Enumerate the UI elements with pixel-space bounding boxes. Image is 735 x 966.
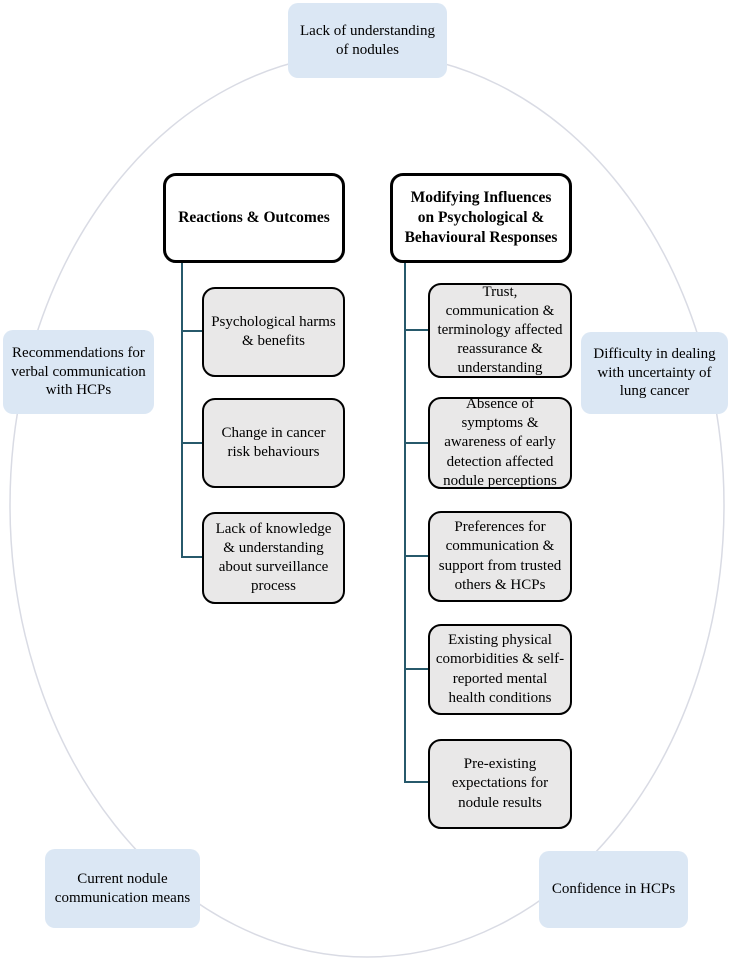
connector-left-vertical (181, 261, 183, 557)
note-confidence-in-hcps: Confidence in HCPs (539, 851, 688, 928)
connector-right-stub (404, 781, 428, 783)
connector-left-stub (181, 330, 202, 332)
item-preferences-for-communication: Preferences for communication & support … (428, 511, 572, 602)
connector-left-stub (181, 442, 202, 444)
connector-left-stub (181, 556, 202, 558)
item-change-cancer-risk-behaviours: Change in cancer risk behaviours (202, 398, 345, 488)
connector-right-vertical (404, 261, 406, 783)
item-psychological-harms-benefits: Psychological harms & benefits (202, 287, 345, 377)
connector-right-stub (404, 555, 428, 557)
item-absence-of-symptoms: Absence of symptoms & awareness of early… (428, 396, 572, 489)
note-recommendations-verbal-communication: Recommendations for verbal communication… (3, 330, 154, 414)
item-pre-existing-expectations: Pre-existing expectations for nodule res… (428, 739, 572, 829)
item-trust-communication-terminology: Trust, communication & terminology affec… (428, 283, 572, 378)
item-existing-comorbidities: Existing physical comorbidities & self-r… (428, 624, 572, 715)
header-reactions-outcomes: Reactions & Outcomes (163, 173, 345, 263)
item-lack-knowledge-surveillance: Lack of knowledge & understanding about … (202, 512, 345, 604)
note-lack-of-understanding: Lack of understanding of nodules (288, 3, 447, 78)
connector-right-stub (404, 329, 428, 331)
connector-right-stub (404, 442, 428, 444)
connector-right-stub (404, 668, 428, 670)
note-difficulty-uncertainty: Difficulty in dealing with uncertainty o… (581, 332, 728, 414)
note-current-communication-means: Current nodule communication means (45, 849, 200, 928)
header-modifying-influences: Modifying Influences on Psychological & … (390, 173, 572, 263)
